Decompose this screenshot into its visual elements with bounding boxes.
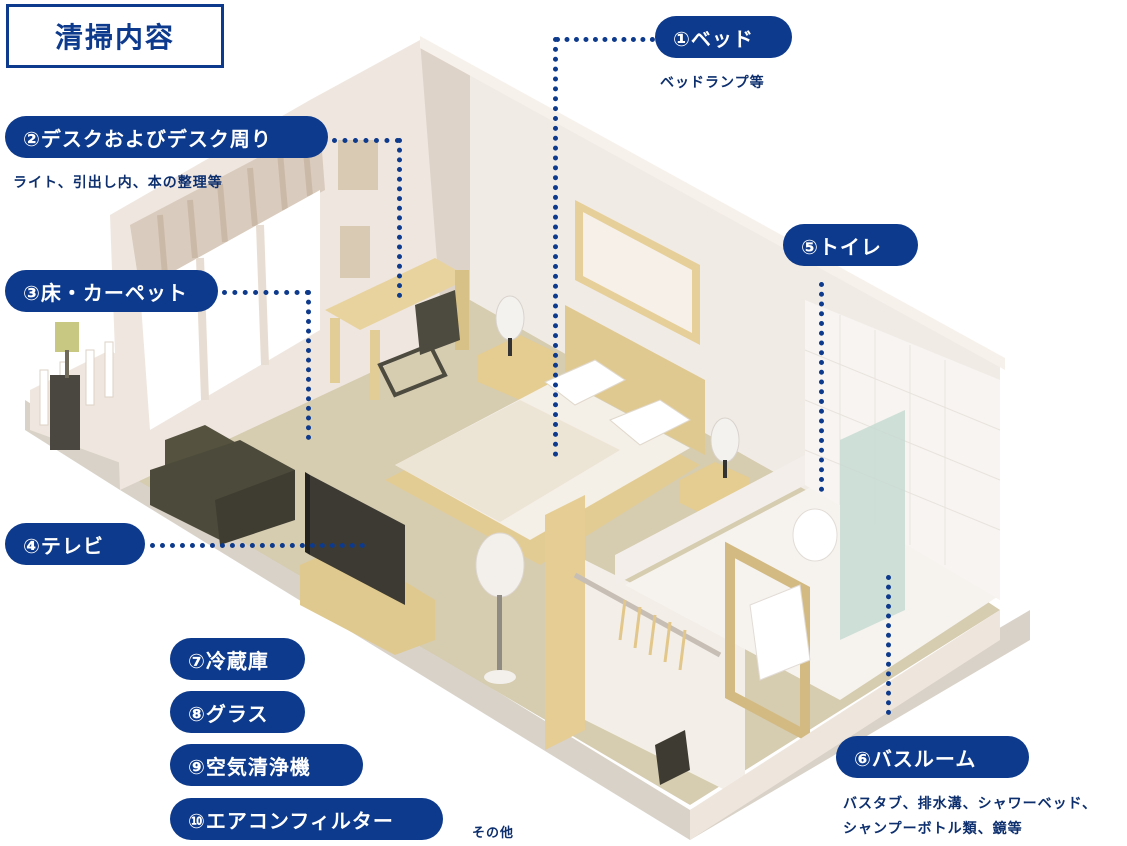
plant-top xyxy=(55,322,79,352)
glass-label: ⑧グラス xyxy=(170,691,305,733)
pillow-2 xyxy=(609,399,691,446)
floor-leader-h xyxy=(222,290,310,295)
wall-frame-1 xyxy=(338,140,378,190)
desk-leader-v xyxy=(397,138,402,298)
floor-lamp-pole xyxy=(497,595,502,675)
fridge-label: ⑦冷蔵庫 xyxy=(170,638,305,680)
nightstand-left xyxy=(478,335,555,400)
floor-label: ③床・カーペット xyxy=(5,270,218,312)
lamp-left-stand xyxy=(508,338,512,356)
toilet-label: ⑤トイレ xyxy=(783,224,918,266)
aircon-filter-label: ⑩エアコンフィルター xyxy=(170,798,443,840)
bathroom-floor xyxy=(625,485,1000,700)
wall-frame-2 xyxy=(340,226,370,278)
bath-label: ⑥バスルーム xyxy=(836,736,1029,778)
tv-screen xyxy=(310,475,405,605)
toilet xyxy=(792,508,838,562)
bathroom-door xyxy=(725,541,810,744)
window-glass xyxy=(140,190,320,430)
sofa-arm xyxy=(215,470,295,545)
desk-leader-h xyxy=(332,138,400,143)
desk-leg-1 xyxy=(330,318,340,383)
desk-leg-2 xyxy=(370,330,380,400)
lamp-left-shade xyxy=(495,295,525,341)
page-title: 清掃内容 xyxy=(6,4,224,68)
air-purifier-label: ⑨空気清浄機 xyxy=(170,744,363,786)
other-label: その他 xyxy=(472,826,515,841)
wardrobe-box xyxy=(655,730,690,785)
floor-lamp-base xyxy=(484,670,516,684)
bathroom-wall xyxy=(615,455,805,585)
front-wall xyxy=(690,610,1000,840)
floor-lamp-shade xyxy=(475,532,525,598)
wardrobe-rail xyxy=(573,572,722,658)
tv-leader-h xyxy=(150,543,365,548)
shower-glass xyxy=(840,410,905,640)
toilet-leader-v xyxy=(819,282,824,492)
bed-leader-h xyxy=(555,37,655,42)
pillow-1 xyxy=(544,359,626,406)
sink xyxy=(749,584,811,681)
tv-side xyxy=(305,472,310,555)
desk-sub: ライト、引出し内、本の整理等 xyxy=(13,175,223,191)
desk-chair xyxy=(415,290,460,355)
plant-pot xyxy=(50,375,80,450)
tv-stand xyxy=(300,545,435,655)
floor-leader-v xyxy=(306,290,311,440)
wall-top xyxy=(420,36,1005,370)
tv-label: ④テレビ xyxy=(5,523,145,565)
plant-stem xyxy=(65,350,69,378)
picture-inner xyxy=(583,212,692,333)
bed-sub: ベッドランプ等 xyxy=(660,75,765,91)
lamp-right-stand xyxy=(723,460,727,478)
bath-sub-1: バスタブ、排水溝、シャワーベッド、 xyxy=(843,796,1098,812)
wardrobe-panel xyxy=(545,495,585,750)
chair-base xyxy=(377,342,448,398)
bed-leader-v xyxy=(553,37,558,457)
bed-label: ①ベッド xyxy=(655,16,792,58)
blind-stripes xyxy=(157,139,313,276)
desk-label: ②デスクおよびデスク周り xyxy=(5,116,328,158)
bed-blanket xyxy=(395,400,620,522)
bath-sub-2: シャンプーボトル類、鏡等 xyxy=(843,821,1023,837)
bath-leader-v xyxy=(886,575,891,715)
lamp-right-shade xyxy=(710,417,740,463)
hangers xyxy=(618,599,687,671)
back-wall-shade xyxy=(420,40,470,300)
window-blind xyxy=(130,125,325,290)
